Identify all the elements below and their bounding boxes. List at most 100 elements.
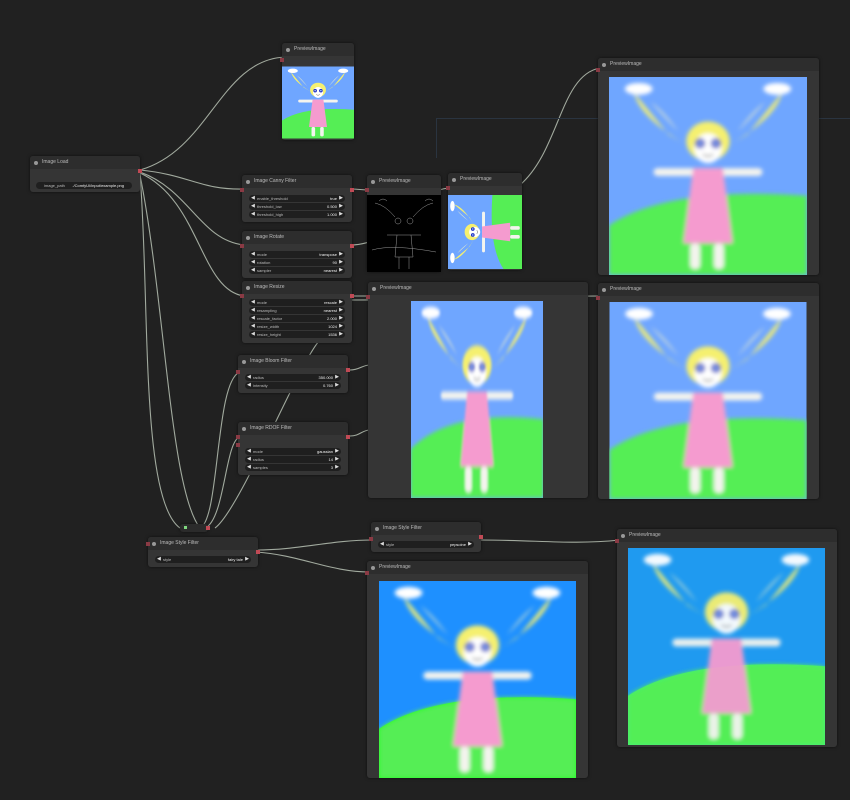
node-title[interactable]: PreviewImage [367, 175, 441, 188]
increment-arrow-icon[interactable]: ▶ [335, 456, 339, 462]
decrement-arrow-icon[interactable]: ◀ [247, 464, 251, 470]
node-title[interactable]: Image Canny Filter [242, 175, 352, 188]
increment-arrow-icon[interactable]: ▶ [335, 464, 339, 470]
image-input-port[interactable] [365, 188, 369, 192]
decrement-arrow-icon[interactable]: ◀ [251, 195, 255, 201]
decrement-arrow-icon[interactable]: ◀ [251, 267, 255, 273]
depth-input-port[interactable] [236, 443, 240, 447]
decrement-arrow-icon[interactable]: ◀ [380, 541, 384, 547]
collapse-dot-icon[interactable] [242, 426, 246, 431]
node-title[interactable]: Image Style Filter [371, 522, 481, 535]
node-title[interactable]: Image Resize [242, 281, 352, 294]
increment-arrow-icon[interactable]: ▶ [339, 307, 343, 313]
image-input-port[interactable] [446, 186, 450, 190]
increment-arrow-icon[interactable]: ▶ [339, 267, 343, 273]
preview-image-node[interactable]: PreviewImage [596, 283, 819, 499]
image-input-port[interactable] [240, 244, 244, 248]
image-output-port[interactable] [350, 188, 354, 192]
collapse-dot-icon[interactable] [286, 47, 290, 52]
decrement-arrow-icon[interactable]: ◀ [251, 307, 255, 313]
decrement-arrow-icon[interactable]: ◀ [247, 456, 251, 462]
decrement-arrow-icon[interactable]: ◀ [247, 374, 251, 380]
increment-arrow-icon[interactable]: ▶ [468, 541, 472, 547]
collapse-dot-icon[interactable] [602, 287, 606, 292]
increment-arrow-icon[interactable]: ▶ [339, 323, 343, 329]
image-output-port[interactable] [350, 294, 354, 298]
decrement-arrow-icon[interactable]: ◀ [251, 251, 255, 257]
node-title[interactable]: Image Style Filter [148, 537, 258, 550]
image-path-widget[interactable]: image_path ./ComfyUI/input/example.png [36, 182, 132, 189]
collapse-dot-icon[interactable] [452, 177, 456, 182]
preview-image-node[interactable]: PreviewImage [280, 43, 354, 140]
node-title[interactable]: PreviewImage [617, 529, 837, 542]
preview-image-node[interactable]: PreviewImage [365, 561, 588, 778]
reroute-node[interactable] [180, 524, 210, 532]
image-output-port[interactable] [256, 550, 260, 554]
increment-arrow-icon[interactable]: ▶ [339, 211, 343, 217]
decrement-arrow-icon[interactable]: ◀ [251, 211, 255, 217]
collapse-dot-icon[interactable] [246, 179, 250, 184]
image-input-port[interactable] [236, 370, 240, 374]
node-title[interactable]: Image Load [30, 156, 140, 169]
decrement-arrow-icon[interactable]: ◀ [247, 448, 251, 454]
image-output-port[interactable] [346, 368, 350, 372]
decrement-arrow-icon[interactable]: ◀ [251, 299, 255, 305]
node-title[interactable]: PreviewImage [598, 58, 819, 71]
collapse-dot-icon[interactable] [246, 235, 250, 240]
collapse-dot-icon[interactable] [34, 160, 38, 165]
decrement-arrow-icon[interactable]: ◀ [247, 382, 251, 388]
image-output-port[interactable] [346, 435, 350, 439]
image-input-port[interactable] [240, 188, 244, 192]
decrement-arrow-icon[interactable]: ◀ [251, 315, 255, 321]
collapse-dot-icon[interactable] [371, 179, 375, 184]
increment-arrow-icon[interactable]: ▶ [335, 448, 339, 454]
increment-arrow-icon[interactable]: ▶ [339, 259, 343, 265]
increment-arrow-icon[interactable]: ▶ [335, 382, 339, 388]
preview-image-node[interactable]: PreviewImage [615, 529, 837, 747]
image-input-port[interactable] [365, 571, 369, 575]
node-title[interactable]: PreviewImage [282, 43, 354, 56]
image-load-node[interactable]: Image Load image_path ./ComfyUI/input/ex… [30, 156, 142, 192]
collapse-dot-icon[interactable] [375, 526, 379, 531]
decrement-arrow-icon[interactable]: ◀ [157, 556, 161, 562]
preview-image-node[interactable]: PreviewImage [365, 175, 441, 272]
decrement-arrow-icon[interactable]: ◀ [251, 203, 255, 209]
increment-arrow-icon[interactable]: ▶ [335, 374, 339, 380]
preview-image-node[interactable]: PreviewImage [366, 282, 588, 498]
node-title[interactable]: PreviewImage [598, 283, 819, 296]
collapse-dot-icon[interactable] [246, 285, 250, 290]
image-input-port[interactable] [615, 539, 619, 543]
increment-arrow-icon[interactable]: ▶ [339, 331, 343, 337]
reroute-input-dot[interactable] [184, 526, 187, 529]
node-title[interactable]: PreviewImage [368, 282, 588, 295]
image-input-port[interactable] [236, 435, 240, 439]
collapse-dot-icon[interactable] [242, 359, 246, 364]
node-title[interactable]: Image RDOF Filter [238, 422, 348, 435]
collapse-dot-icon[interactable] [152, 541, 156, 546]
image-input-port[interactable] [146, 542, 150, 546]
image-output-port[interactable] [350, 244, 354, 248]
reroute-output-port[interactable] [206, 526, 210, 530]
increment-arrow-icon[interactable]: ▶ [339, 251, 343, 257]
increment-arrow-icon[interactable]: ▶ [339, 299, 343, 305]
node-title[interactable]: PreviewImage [367, 561, 588, 574]
collapse-dot-icon[interactable] [371, 565, 375, 570]
